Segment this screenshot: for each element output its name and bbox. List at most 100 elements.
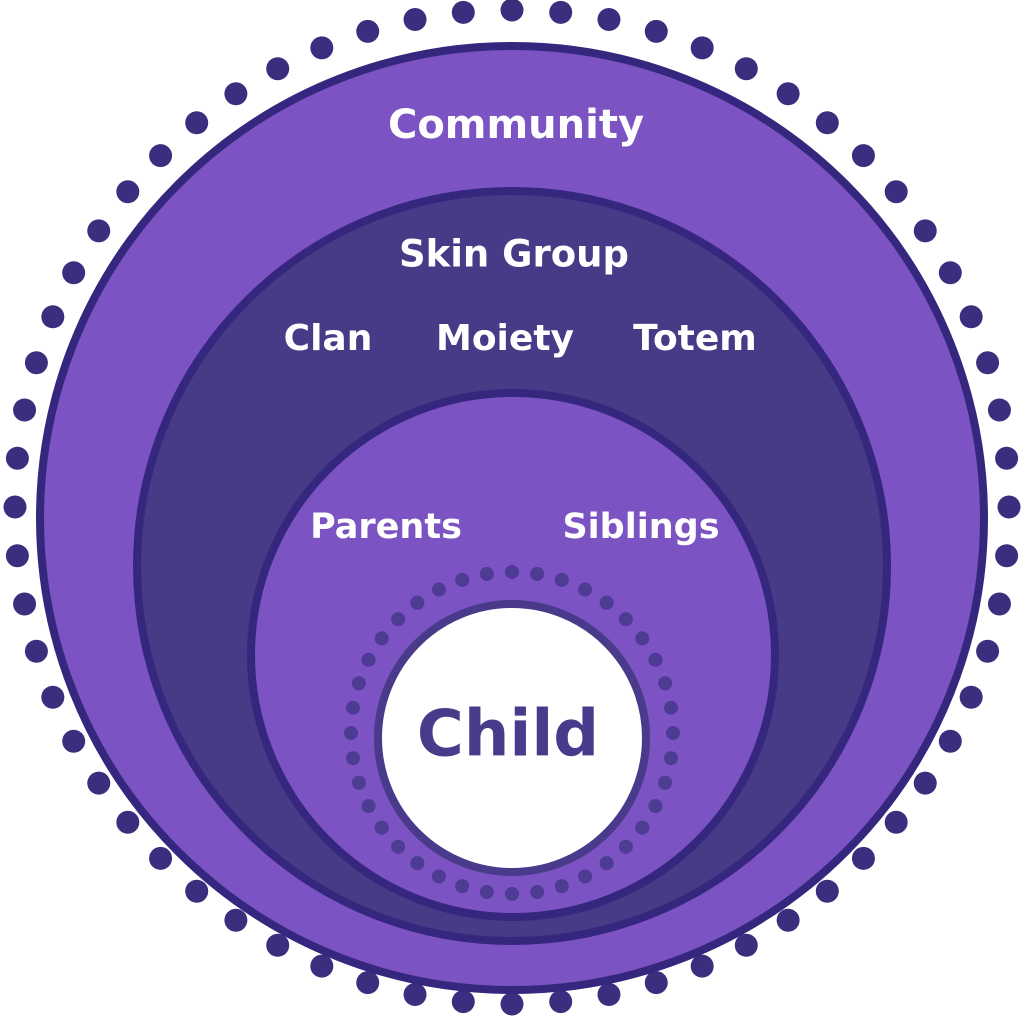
inner-dot bbox=[664, 700, 679, 715]
clan-label: Clan bbox=[284, 318, 373, 359]
outer-dot bbox=[3, 495, 27, 519]
skin-group-label: Skin Group bbox=[399, 233, 629, 276]
inner-dot bbox=[351, 676, 366, 691]
inner-dot bbox=[635, 631, 650, 646]
inner-dot bbox=[635, 820, 650, 835]
inner-dot bbox=[455, 572, 470, 587]
outer-dot bbox=[500, 0, 524, 22]
inner-dot bbox=[410, 595, 425, 610]
outer-dot bbox=[851, 846, 875, 870]
parents-label: Parents bbox=[310, 507, 462, 547]
outer-dot bbox=[884, 810, 908, 834]
inner-dot bbox=[455, 879, 470, 894]
outer-dot bbox=[959, 305, 983, 329]
outer-dot bbox=[266, 933, 290, 957]
inner-dot bbox=[391, 612, 406, 627]
outer-dot bbox=[997, 495, 1021, 519]
outer-dot bbox=[87, 219, 111, 243]
siblings-label: Siblings bbox=[562, 507, 719, 547]
outer-dot bbox=[185, 879, 209, 903]
outer-dot bbox=[451, 990, 475, 1014]
outer-dot bbox=[87, 771, 111, 795]
inner-dot bbox=[351, 775, 366, 790]
outer-dot bbox=[224, 82, 248, 106]
outer-dot bbox=[13, 398, 37, 422]
outer-dot bbox=[266, 57, 290, 81]
outer-dot bbox=[597, 982, 621, 1006]
outer-dot bbox=[224, 908, 248, 932]
inner-dot bbox=[479, 885, 494, 900]
outer-dot bbox=[776, 82, 800, 106]
inner-dot bbox=[374, 820, 389, 835]
inner-dot bbox=[599, 595, 614, 610]
outer-dot bbox=[976, 351, 1000, 375]
inner-dot bbox=[361, 652, 376, 667]
outer-dot bbox=[987, 398, 1011, 422]
outer-dot bbox=[959, 685, 983, 709]
outer-dot bbox=[815, 879, 839, 903]
totem-label: Totem bbox=[633, 318, 757, 359]
inner-dot bbox=[658, 676, 673, 691]
outer-dot bbox=[356, 19, 380, 43]
inner-dot bbox=[554, 572, 569, 587]
inner-dot bbox=[344, 726, 358, 740]
outer-dot bbox=[815, 111, 839, 135]
inner-dot bbox=[666, 726, 680, 740]
outer-dot bbox=[310, 954, 334, 978]
inner-dot bbox=[664, 751, 679, 766]
inner-dot bbox=[361, 799, 376, 814]
outer-dot bbox=[451, 0, 475, 24]
outer-dot bbox=[644, 971, 668, 995]
inner-dot bbox=[618, 612, 633, 627]
inner-dot bbox=[345, 751, 360, 766]
inner-dot bbox=[410, 856, 425, 871]
inner-dot bbox=[578, 869, 593, 884]
inner-dot bbox=[374, 631, 389, 646]
outer-dot bbox=[149, 846, 173, 870]
inner-dot bbox=[479, 566, 494, 581]
outer-dot bbox=[62, 261, 86, 285]
outer-dot bbox=[5, 544, 29, 568]
inner-dot bbox=[505, 565, 519, 579]
inner-dot bbox=[345, 700, 360, 715]
outer-dot bbox=[24, 351, 48, 375]
outer-dot bbox=[62, 729, 86, 753]
outer-dot bbox=[597, 8, 621, 32]
outer-dot bbox=[884, 180, 908, 204]
community-label: Community bbox=[388, 102, 644, 148]
outer-dot bbox=[116, 810, 140, 834]
moiety-label: Moiety bbox=[436, 318, 574, 359]
outer-dot bbox=[851, 144, 875, 168]
inner-dot bbox=[530, 566, 545, 581]
inner-dot bbox=[554, 879, 569, 894]
inner-dot bbox=[578, 582, 593, 597]
outer-dot bbox=[913, 771, 937, 795]
outer-dot bbox=[913, 219, 937, 243]
outer-dot bbox=[41, 305, 65, 329]
inner-dot bbox=[431, 582, 446, 597]
outer-dot bbox=[403, 982, 427, 1006]
outer-dot bbox=[734, 933, 758, 957]
outer-dot bbox=[310, 36, 334, 60]
outer-dot bbox=[356, 971, 380, 995]
outer-dot bbox=[987, 592, 1011, 616]
outer-dot bbox=[644, 19, 668, 43]
outer-dot bbox=[116, 180, 140, 204]
outer-dot bbox=[41, 685, 65, 709]
inner-dot-ring bbox=[344, 565, 680, 901]
inner-dot bbox=[658, 775, 673, 790]
outer-dot bbox=[549, 990, 573, 1014]
outer-dot-ring bbox=[3, 0, 1021, 1016]
outer-dot bbox=[776, 908, 800, 932]
outer-dot bbox=[995, 446, 1019, 470]
inner-dot bbox=[530, 885, 545, 900]
inner-dot bbox=[618, 839, 633, 854]
inner-dot bbox=[648, 799, 663, 814]
outer-dot bbox=[938, 729, 962, 753]
outer-dot bbox=[995, 544, 1019, 568]
outer-dot bbox=[5, 446, 29, 470]
inner-dot bbox=[505, 887, 519, 901]
outer-dot bbox=[549, 0, 573, 24]
